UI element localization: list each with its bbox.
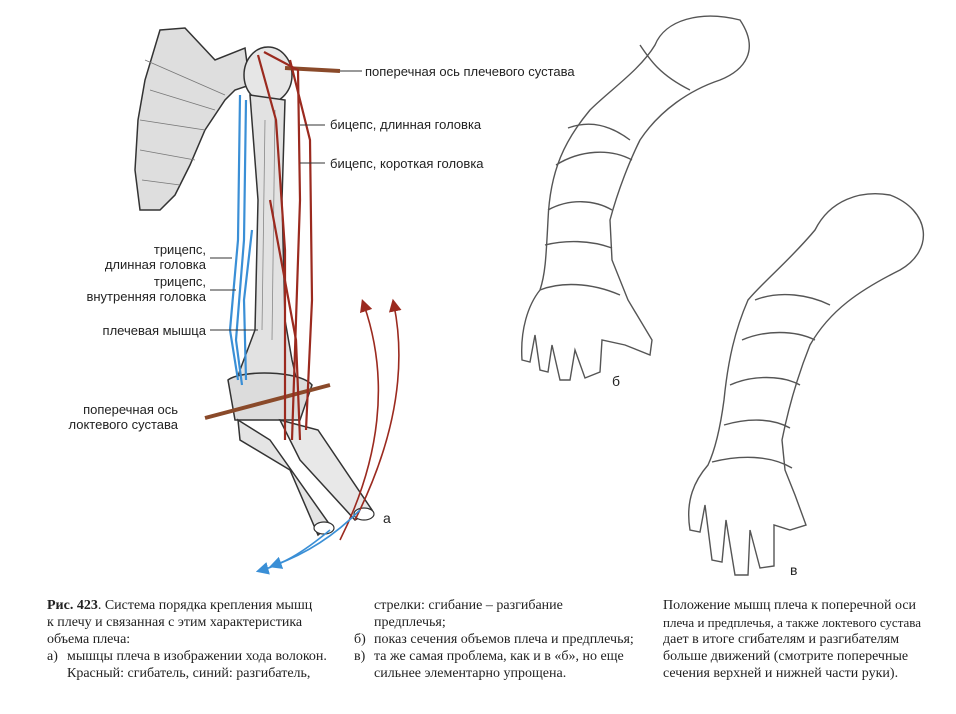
forearm-drawing — [237, 418, 375, 537]
caption-3-line2: плеча и предплечья, а также локтевого су… — [663, 615, 922, 630]
caption-1-line3: объема плеча: — [47, 632, 131, 647]
caption-2-item-v: в) та же самая проблема, как и в «б», но … — [354, 648, 654, 665]
flexor-muscles — [256, 51, 314, 441]
caption-3-line1: Положение мышц плеча к поперечной оси — [663, 598, 917, 613]
letter-b: б — [612, 373, 621, 389]
caption-1-line2: к плечу и связанная с этим характеристик… — [47, 615, 303, 630]
arm-sketch-v — [688, 193, 924, 576]
caption-3-line5: сечения верхней и нижней части руки). — [663, 666, 899, 681]
caption-1-line1-text: . Система порядка крепления мышц — [97, 598, 313, 613]
extensor-muscles — [228, 94, 254, 386]
caption-3-line4: больше движений (смотрите поперечные — [663, 649, 909, 664]
caption-column-2: стрелки: сгибание – разгибание предплечь… — [354, 597, 654, 682]
item-v-marker: в) — [354, 649, 366, 664]
label-brachialis: плечевая мышца — [102, 323, 206, 338]
caption-3-line3: дает в итоге сгибателям и разгибателям — [663, 632, 900, 647]
label-triceps-inner-line2: внутренняя головка — [86, 289, 206, 304]
caption-2-line1: стрелки: сгибание – разгибание — [354, 597, 654, 614]
motion-arrows — [255, 298, 402, 575]
item-v-cont-text: сильнее элементарно упрощена. — [374, 666, 567, 681]
label-biceps-short: бицепс, короткая головка — [330, 156, 484, 171]
item-a-text: мышцы плеча в изображении хода волокон. — [67, 649, 327, 664]
label-elbow-axis-line2: локтевого сустава — [68, 417, 178, 432]
item-b-text: показ сечения объемов плеча и предплечья… — [374, 632, 634, 647]
letter-v: в — [790, 562, 798, 578]
letter-a: а — [383, 510, 391, 526]
item-a-marker: а) — [47, 649, 58, 664]
leader-lines — [210, 70, 362, 331]
caption-2-line2: предплечья; — [354, 614, 654, 631]
caption-1-line1: Рис. 423. Система порядка крепления мышц — [47, 597, 347, 614]
anatomy-figure — [134, 15, 924, 576]
label-triceps-long-line2: длинная головка — [104, 257, 206, 272]
label-biceps-long: бицепс, длинная головка — [330, 117, 482, 132]
label-elbow-axis-line1: поперечная ось — [83, 402, 178, 417]
caption-column-1: Рис. 423. Система порядка крепления мышц… — [47, 597, 347, 682]
caption-column-3: Положение мышц плеча к поперечной оси пл… — [663, 597, 948, 682]
item-v-text: та же самая проблема, как и в «б», но ещ… — [374, 649, 624, 664]
caption-2-line2-text: предплечья; — [374, 615, 446, 630]
label-triceps-inner-line1: трицепс, — [153, 274, 206, 289]
caption-1-item-a-cont: Красный: сгибатель, синий: разгибатель, — [47, 665, 347, 682]
scapula-drawing — [134, 27, 251, 211]
caption-1-item-a: а) мышцы плеча в изображении хода волокон… — [47, 648, 347, 665]
label-triceps-long: трицепс, длинная головка — [80, 242, 206, 272]
caption-2-line1-text: стрелки: сгибание – разгибание — [374, 598, 563, 613]
label-triceps-inner: трицепс, внутренняя головка — [60, 274, 206, 304]
item-a-cont-text: Красный: сгибатель, синий: разгибатель, — [67, 666, 311, 681]
label-elbow-axis: поперечная ось локтевого сустава — [40, 402, 178, 432]
label-shoulder-axis: поперечная ось плечевого сустава — [365, 64, 575, 79]
figure-number: Рис. 423 — [47, 598, 98, 613]
arm-sketch-b — [520, 15, 750, 381]
label-triceps-long-line1: трицепс, — [153, 242, 206, 257]
item-b-marker: б) — [354, 632, 366, 647]
caption-2-item-v-cont: сильнее элементарно упрощена. — [354, 665, 654, 682]
caption-2-item-b: б) показ сечения объемов плеча и предплеч… — [354, 631, 654, 648]
